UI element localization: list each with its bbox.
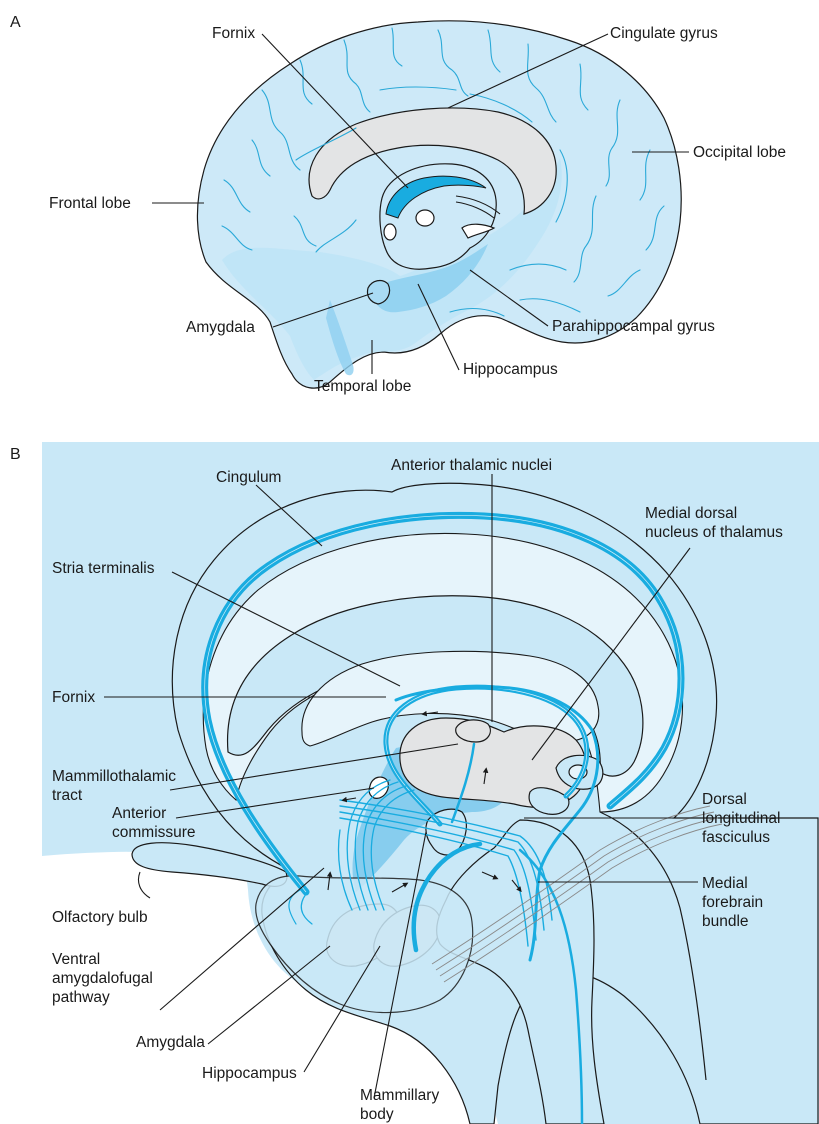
label-anterior-commissure-line2: commissure xyxy=(112,824,196,841)
panel-b: B xyxy=(10,442,819,1124)
interthalamic-adhesion xyxy=(416,210,434,226)
label-anterior-thalamic-nuclei: Anterior thalamic nuclei xyxy=(391,457,552,474)
label-occipital-lobe: Occipital lobe xyxy=(693,144,786,161)
label-hippocampus-a: Hippocampus xyxy=(463,361,558,378)
anterior-thalamic-nucleus xyxy=(456,720,491,742)
label-anterior-commissure-line1: Anterior xyxy=(112,805,166,822)
anterior-commissure-a xyxy=(384,224,396,240)
label-medial-dorsal-line1: Medial dorsal xyxy=(645,505,737,522)
label-ventral-amygdalofugal-line3: pathway xyxy=(52,989,110,1006)
label-ventral-amygdalofugal-line1: Ventral xyxy=(52,951,100,968)
label-dorsal-longitudinal-line2: longitudinal xyxy=(702,810,780,827)
label-parahippocampal-gyrus: Parahippocampal gyrus xyxy=(552,318,715,335)
label-amygdala-b: Amygdala xyxy=(136,1034,205,1051)
label-temporal-lobe: Temporal lobe xyxy=(314,378,411,395)
label-fornix-a: Fornix xyxy=(212,25,255,42)
label-olfactory-bulb: Olfactory bulb xyxy=(52,909,148,926)
label-amygdala-a: Amygdala xyxy=(186,319,255,336)
panel-a: A xyxy=(10,14,786,395)
panel-b-letter: B xyxy=(10,446,21,463)
temporal-lobe-b xyxy=(256,876,473,1013)
label-ventral-amygdalofugal-line2: amygdalofugal xyxy=(52,970,153,987)
label-mammillothalamic-line1: Mammillothalamic xyxy=(52,768,176,785)
label-hippocampus-b: Hippocampus xyxy=(202,1065,297,1082)
label-fornix-b: Fornix xyxy=(52,689,95,706)
olfactory-bulb-leader xyxy=(138,872,150,898)
label-medial-forebrain-line3: bundle xyxy=(702,913,749,930)
label-mammillothalamic-line2: tract xyxy=(52,787,83,804)
label-frontal-lobe: Frontal lobe xyxy=(49,195,131,212)
label-dorsal-longitudinal-line1: Dorsal xyxy=(702,791,747,808)
label-medial-dorsal-line2: nucleus of thalamus xyxy=(645,524,783,541)
label-stria-terminalis: Stria terminalis xyxy=(52,560,155,577)
panel-a-letter: A xyxy=(10,14,21,31)
label-mammillary-line2: body xyxy=(360,1106,394,1123)
label-medial-forebrain-line2: forebrain xyxy=(702,894,763,911)
label-mammillary-line1: Mammillary xyxy=(360,1087,439,1104)
label-medial-forebrain-line1: Medial xyxy=(702,875,748,892)
label-dorsal-longitudinal-line3: fasciculus xyxy=(702,829,770,846)
label-cingulum: Cingulum xyxy=(216,469,281,486)
label-cingulate-gyrus: Cingulate gyrus xyxy=(610,25,718,42)
